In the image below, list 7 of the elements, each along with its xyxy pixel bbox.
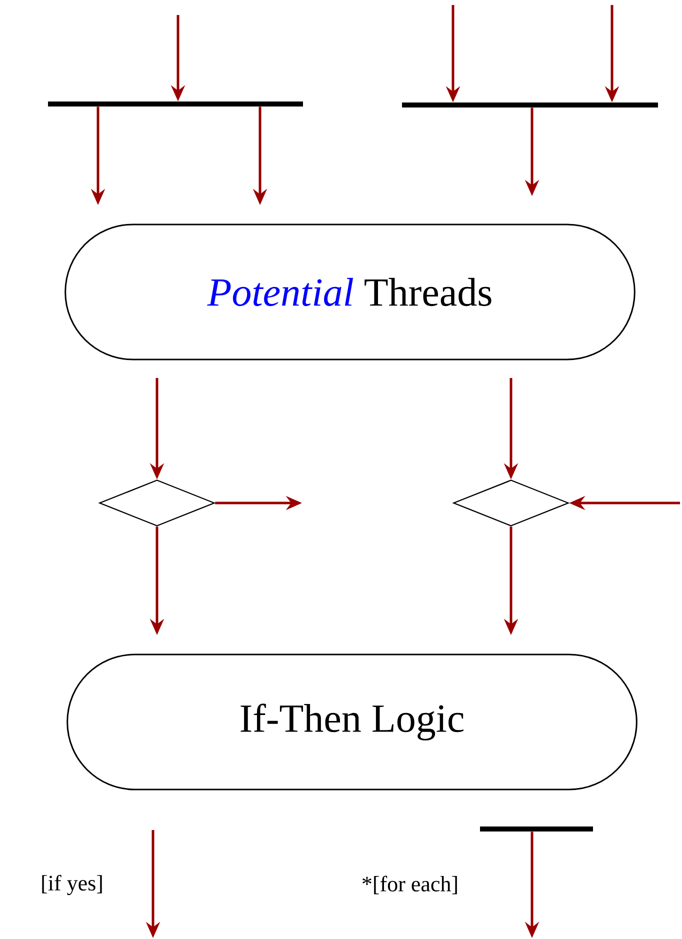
note-label: [if yes] bbox=[42, 874, 102, 896]
sync-bar bbox=[480, 826, 593, 832]
edge-label: *[for each] bbox=[362, 876, 457, 894]
rounded-box: Potential Threads bbox=[64, 224, 636, 360]
rounded-box: If-Then Logic bbox=[66, 654, 638, 790]
sync-bar bbox=[402, 102, 658, 108]
sync-bar bbox=[48, 102, 303, 106]
